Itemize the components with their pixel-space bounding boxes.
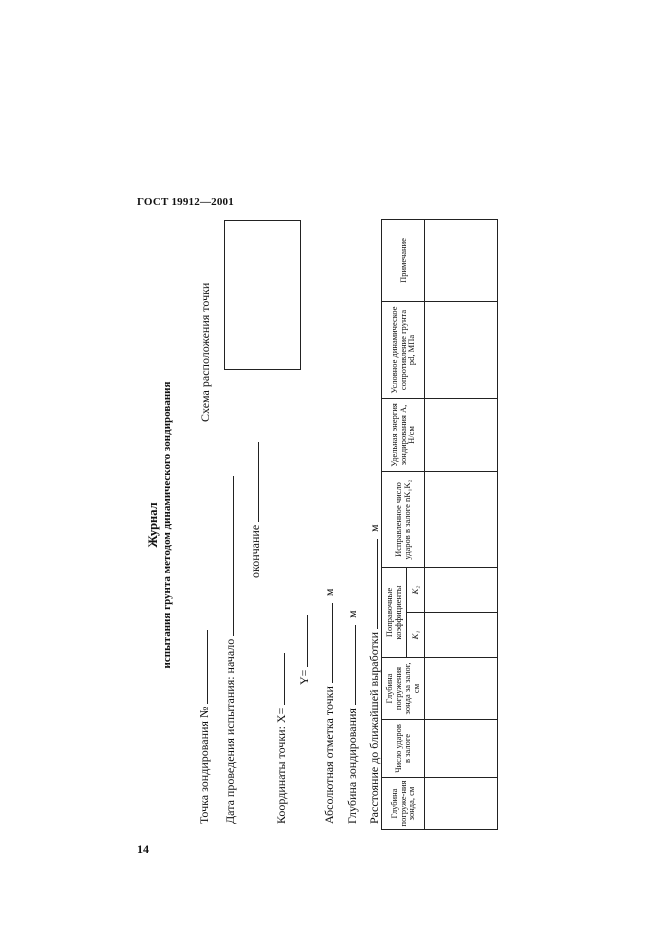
field-distance: Расстояние до ближайшей выработки м [366,524,382,824]
field-coords-y-label: Y= [297,669,311,685]
col-k2: K₂ [406,567,425,613]
field-depth-label: Глубина зондирования [345,708,359,824]
field-coords-y: Y= [296,614,312,685]
document-header: ГОСТ 19912—2001 [137,196,234,208]
field-distance-label: Расстояние до ближайшей выработки [367,631,381,824]
col-note: Примечание [381,219,425,302]
journal-subtitle: испытания грунта методом динамического з… [161,381,173,669]
journal-table: Глубина погруже-ния зонда, см Число удар… [381,219,498,830]
col-blows: Число ударов в залоге [381,719,425,778]
table-cell [424,301,498,399]
table-cell [424,567,498,613]
col-k1: K₁ [406,612,425,658]
field-point-no-label: Точка зондирования № [197,706,211,824]
field-depth-line [344,625,356,706]
field-date-start: Дата проведения испытания: начало [222,475,238,824]
field-coords-y-line [296,614,308,667]
field-distance-line [366,538,378,629]
field-depth: Глубина зондирования м [344,610,360,824]
field-abs-mark-label: Абсолютная отметка точки [322,686,336,824]
field-date-end-line [247,441,259,522]
field-depth-unit: м [345,610,359,619]
field-abs-mark-unit: м [322,588,336,597]
field-point-no-line [196,629,208,704]
col-depth: Глубина погруже-ния зонда, см [381,777,425,830]
col-depth-per-set: Глубина погружения зонда за залог, см [381,657,425,720]
schema-label: Схема расположения точки [198,282,212,422]
col-corrected-blows: Исправленное число ударов в залоге nK₁K₂ [381,471,425,568]
table-row [424,219,498,830]
table-cell [424,777,498,830]
field-coords-x-label: Координаты точки: X= [274,707,288,824]
field-coords-x: Координаты точки: X= [273,652,289,824]
table-cell [424,219,498,302]
col-resistance: Условное динамическое сопротивление грун… [381,301,425,399]
schema-box [224,220,301,370]
col-corrections: Поправочные коэффициенты [381,567,407,658]
field-date-end-label: окончание [248,524,262,578]
table-cell [424,612,498,658]
journal-title: Журнал [146,502,160,548]
field-date-start-label: Дата проведения испытания: начало [223,638,237,824]
field-point-no: Точка зондирования № [196,629,212,824]
table-cell [424,719,498,778]
field-date-end: окончание [247,441,263,578]
field-coords-x-line [273,652,285,705]
table-cell [424,398,498,472]
journal-sheet: Журнал испытания грунта методом динамиче… [140,219,520,830]
field-distance-unit: м [367,524,381,532]
field-date-start-line [222,475,234,636]
table-cell [424,657,498,720]
col-specific-energy: Удельная энергия зондирования A, Н/см [381,398,425,472]
table-cell [424,471,498,568]
page-number: 14 [137,842,149,856]
field-abs-mark: Абсолютная отметка точки м [321,588,337,824]
field-abs-mark-line [321,603,333,684]
